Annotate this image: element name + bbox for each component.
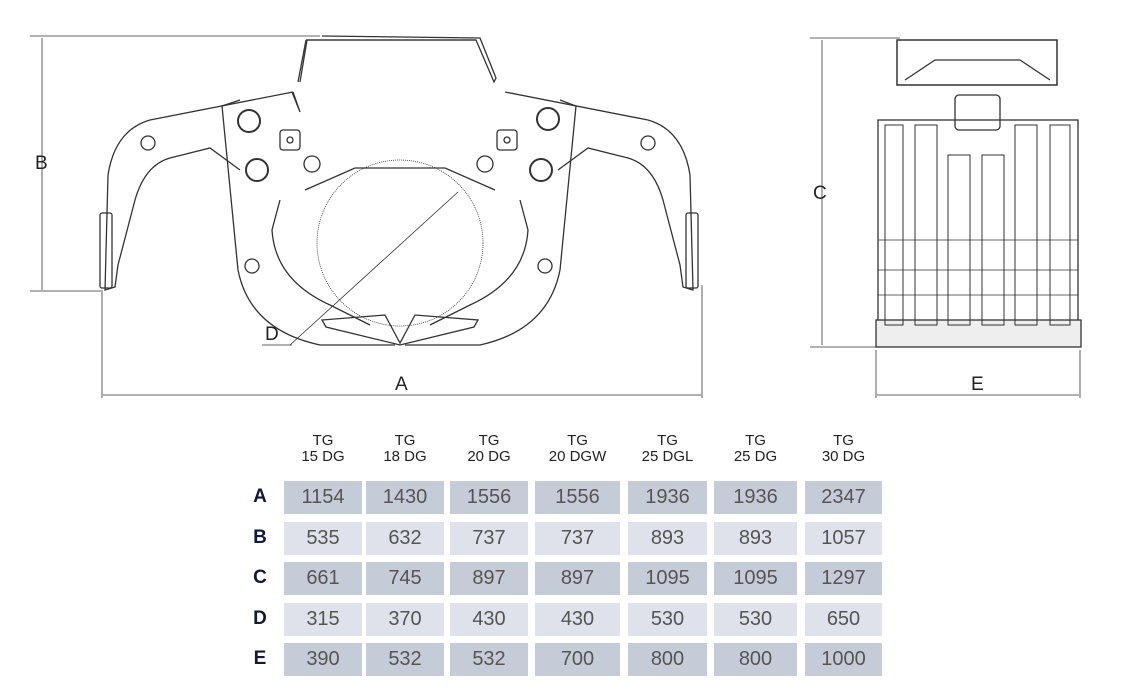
table-cell: 737 xyxy=(450,522,528,555)
table-cell: 1095 xyxy=(714,562,797,595)
table-cell: 1000 xyxy=(805,643,882,676)
table-cell: 897 xyxy=(535,562,620,595)
column-header-line1: TG xyxy=(312,432,334,449)
column-header-line1: TG xyxy=(567,432,588,449)
table-cell: 1556 xyxy=(535,481,620,514)
table-cell: 2347 xyxy=(805,481,882,514)
table-cell: 390 xyxy=(284,643,362,676)
column-header-line2: 25 DGL xyxy=(641,448,694,465)
column-header-line1: TG xyxy=(478,432,500,449)
table-cell: 632 xyxy=(366,522,444,555)
table-cell: 800 xyxy=(714,643,797,676)
row-label: A xyxy=(253,486,267,507)
table-cell: 650 xyxy=(805,603,882,636)
table-cell: 800 xyxy=(628,643,707,676)
grapple-drawing xyxy=(30,35,1082,398)
column-header-line2: 20 DGW xyxy=(548,448,607,465)
table-cell: 535 xyxy=(284,522,362,555)
table-cell: 700 xyxy=(535,643,620,676)
column-header-line2: 20 DG xyxy=(467,448,511,465)
dimension-label-d: D xyxy=(265,324,279,345)
column-header-line1: TG xyxy=(657,432,678,449)
table-cell: 1936 xyxy=(714,481,797,514)
front-view xyxy=(30,35,703,398)
column-header-line1: TG xyxy=(394,432,416,449)
table-cell: 661 xyxy=(284,562,362,595)
table-cell: 1057 xyxy=(805,522,882,555)
table-cell: 745 xyxy=(366,562,444,595)
table-cell: 532 xyxy=(366,643,444,676)
row-label: E xyxy=(253,648,267,669)
dimension-label-c: C xyxy=(813,183,827,204)
table-cell: 893 xyxy=(714,522,797,555)
table-cell: 530 xyxy=(714,603,797,636)
table-cell: 370 xyxy=(366,603,444,636)
table-cell: 737 xyxy=(535,522,620,555)
column-header-line2: 18 DG xyxy=(383,448,427,465)
table-cell: 530 xyxy=(628,603,707,636)
column-header-line1: TG xyxy=(833,432,854,449)
column-header-line2: 30 DG xyxy=(821,448,866,465)
table-cell: 1154 xyxy=(284,481,362,514)
side-view xyxy=(810,37,1082,398)
table-cell: 1297 xyxy=(805,562,882,595)
column-header-line2: 15 DG xyxy=(301,448,345,465)
table-cell: 430 xyxy=(535,603,620,636)
dimension-label-a: A xyxy=(395,374,408,395)
table-cell: 430 xyxy=(450,603,528,636)
table-cell: 893 xyxy=(628,522,707,555)
row-label: D xyxy=(253,608,267,629)
table-cell: 1430 xyxy=(366,481,444,514)
table-cell: 1556 xyxy=(450,481,528,514)
table-cell: 897 xyxy=(450,562,528,595)
dimension-label-e: E xyxy=(971,374,984,395)
table-cell: 315 xyxy=(284,603,362,636)
dimension-label-b: B xyxy=(35,153,48,174)
row-label: C xyxy=(253,567,267,588)
row-label: B xyxy=(253,527,267,548)
column-header-line1: TG xyxy=(745,432,766,449)
table-cell: 532 xyxy=(450,643,528,676)
table-cell: 1095 xyxy=(628,562,707,595)
column-header-line2: 25 DG xyxy=(733,448,778,465)
table-cell: 1936 xyxy=(628,481,707,514)
